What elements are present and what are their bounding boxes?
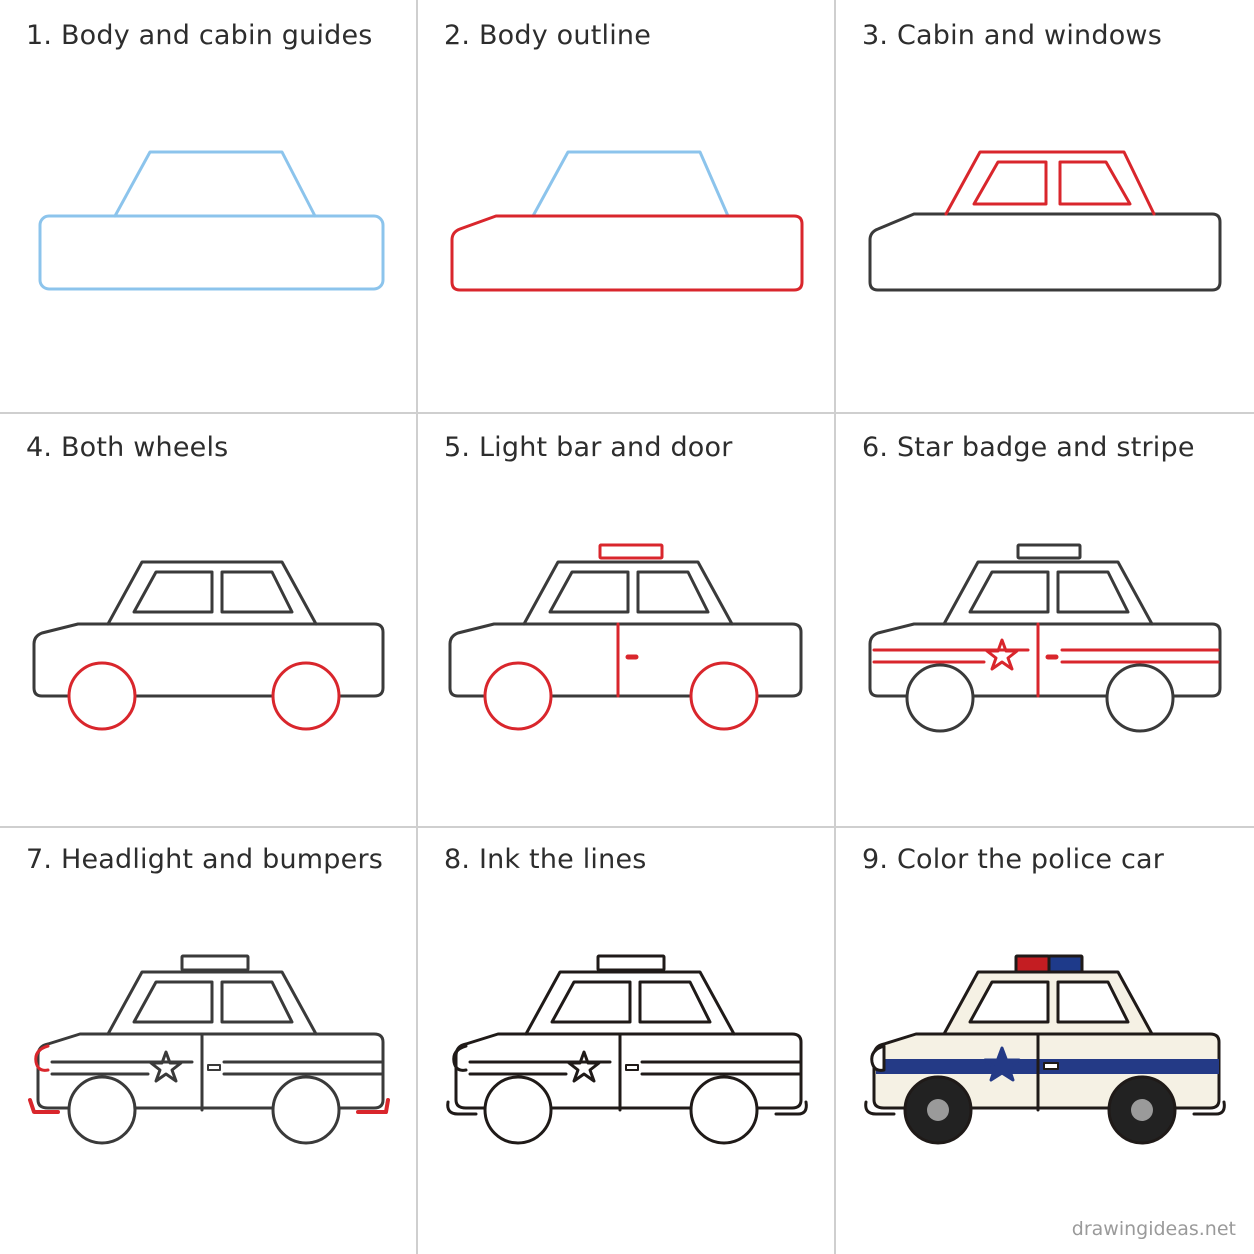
door-handle (625, 1064, 639, 1071)
front-bumper (864, 1100, 896, 1116)
step-8-title: 8. Ink the lines (444, 844, 647, 875)
body-outline (868, 212, 1222, 292)
star-badge (985, 638, 1019, 671)
grid-divider-vertical-1 (416, 0, 418, 1254)
grid-divider-horizontal-2 (0, 826, 1254, 828)
body-guide (38, 214, 385, 291)
step-1-drawing (38, 150, 385, 291)
star-badge (149, 1050, 183, 1083)
rear-wheel (271, 1075, 341, 1145)
light-blue (1047, 954, 1084, 974)
front-window (132, 570, 214, 614)
front-wheel (67, 661, 137, 731)
grid-divider-horizontal-1 (0, 412, 1254, 414)
grid-divider-vertical-2 (834, 0, 836, 1254)
step-5-title: 5. Light bar and door (444, 432, 733, 463)
step-1-panel: 1. Body and cabin guides (0, 0, 418, 412)
star-badge (567, 1050, 601, 1083)
light-red (1014, 954, 1051, 974)
step-7-title: 7. Headlight and bumpers (26, 844, 384, 875)
front-window (972, 160, 1048, 206)
rear-window (220, 980, 294, 1024)
front-bumper (28, 1098, 60, 1114)
front-window (968, 570, 1050, 614)
light-bar (598, 543, 664, 560)
light-bar (596, 954, 666, 972)
site-watermark: drawingideas.net (1071, 1218, 1236, 1240)
rear-window (220, 570, 294, 614)
front-bumper (446, 1100, 478, 1116)
rear-hub (1131, 1099, 1153, 1121)
step-7-panel: 7. Headlight and bumpers (0, 824, 418, 1236)
body-outline (450, 214, 804, 292)
front-window (132, 980, 214, 1024)
step-3-title: 3. Cabin and windows (862, 20, 1162, 51)
cabin-outline (524, 970, 736, 1036)
rear-window (1056, 980, 1130, 1024)
front-wheel (67, 1075, 137, 1145)
rear-window (1056, 570, 1130, 614)
step-2-panel: 2. Body outline (418, 0, 836, 412)
rear-wheel (271, 661, 341, 731)
front-window (968, 980, 1050, 1024)
cabin-outline (942, 560, 1154, 626)
front-wheel (905, 663, 975, 733)
light-bar (1016, 543, 1082, 560)
rear-bumper (1192, 1100, 1226, 1116)
cabin-outline (106, 970, 318, 1036)
door-handle (1043, 1062, 1059, 1070)
step-1-title: 1. Body and cabin guides (26, 20, 373, 51)
step-9-drawing (864, 954, 1226, 1145)
step-5-panel: 5. Light bar and door (418, 412, 836, 824)
cabin-guide (113, 150, 317, 218)
headlight (34, 1044, 50, 1072)
front-wheel (483, 1075, 553, 1145)
step-4-drawing (32, 560, 385, 731)
rear-wheel (689, 1075, 759, 1145)
step-9-title: 9. Color the police car (862, 844, 1165, 875)
front-window (550, 980, 632, 1024)
rear-wheel (689, 661, 759, 731)
rear-window (636, 570, 710, 614)
rear-wheel (1105, 663, 1175, 733)
step-8-drawing (446, 954, 808, 1145)
step-6-title: 6. Star badge and stripe (862, 432, 1195, 463)
step-9-panel: 9. Color the police car (836, 824, 1254, 1236)
cabin-outline (106, 560, 318, 626)
rear-window (1058, 160, 1132, 206)
step-6-drawing (868, 543, 1222, 733)
body-outline (868, 622, 1222, 698)
body-outline (454, 1032, 803, 1110)
step-4-panel: 4. Both wheels (0, 412, 418, 824)
step-5-drawing (448, 543, 803, 731)
rear-window (638, 980, 712, 1024)
step-8-panel: 8. Ink the lines (418, 824, 836, 1236)
body-outline (36, 1032, 385, 1110)
body-outline (32, 622, 385, 698)
step-3-drawing (868, 150, 1222, 292)
cabin-outline (522, 560, 734, 626)
star-badge (983, 1046, 1021, 1082)
step-7-drawing (28, 954, 390, 1145)
light-bar (180, 954, 250, 972)
door-handle (207, 1064, 221, 1071)
headlight (870, 1044, 886, 1072)
front-window (548, 570, 630, 614)
step-4-title: 4. Both wheels (26, 432, 229, 463)
front-hub (927, 1099, 949, 1121)
rear-bumper (774, 1100, 808, 1116)
front-wheel (483, 661, 553, 731)
step-2-title: 2. Body outline (444, 20, 652, 51)
step-2-drawing (450, 150, 804, 292)
headlight (452, 1044, 468, 1072)
step-3-panel: 3. Cabin and windows (836, 0, 1254, 412)
cabin-outline (944, 150, 1156, 216)
step-6-panel: 6. Star badge and stripe (836, 412, 1254, 824)
body-outline (448, 622, 803, 698)
rear-bumper (356, 1098, 390, 1114)
cabin-guide (531, 150, 730, 218)
